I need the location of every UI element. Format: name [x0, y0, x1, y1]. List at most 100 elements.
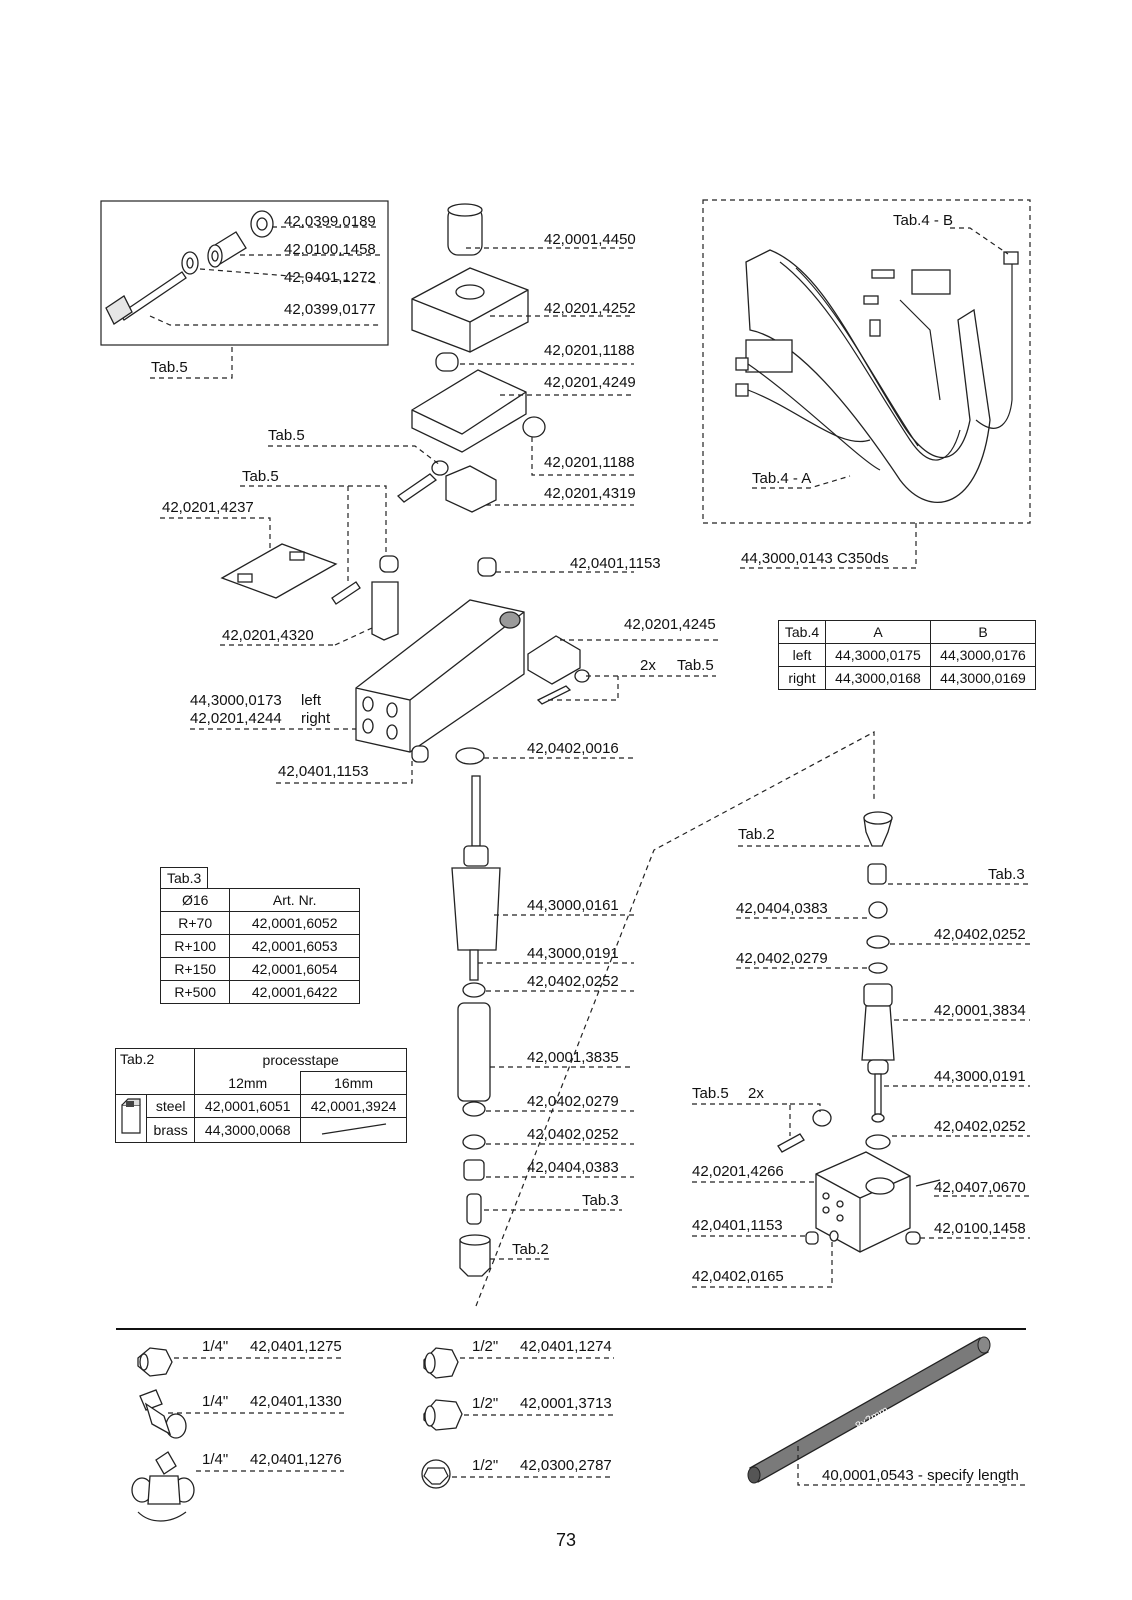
fitting-4-size: 1/2" — [472, 1338, 498, 1355]
tab2-group: processtape — [194, 1048, 407, 1072]
fitting-icons — [131, 1347, 463, 1522]
callout-r5: 42,0402,0279 — [736, 950, 828, 967]
fitting-5-pn: 42,0001,3713 — [520, 1395, 612, 1412]
callout-g4: 42,0402,0252 — [527, 973, 619, 990]
callout-r7: 44,3000,0191 — [934, 1068, 1026, 1085]
callout-g1: 42,0402,0016 — [527, 740, 619, 757]
tape-icon-cell — [115, 1094, 147, 1143]
tab3-header-1: Art. Nr. — [229, 888, 360, 912]
callout-p4: 42,0201,4249 — [544, 374, 636, 391]
callout-r1: Tab.2 — [738, 826, 775, 843]
tab3-cell: R+70 — [159, 911, 231, 935]
fitting-3-size: 1/4" — [202, 1451, 228, 1468]
inset-box — [100, 200, 389, 346]
tab3-cell: R+150 — [159, 957, 231, 981]
tab4-header-1: A — [825, 620, 931, 644]
callout-p8: 42,0201,4245 — [624, 616, 716, 633]
callout-r14: 42,0402,0165 — [692, 1268, 784, 1285]
callout-tab5c: Tab.5 — [677, 657, 714, 674]
callout-p2: 42,0201,4252 — [544, 300, 636, 317]
callout-r6: 42,0001,3834 — [934, 1002, 1026, 1019]
callout-p7: 42,0401,1153 — [570, 555, 661, 572]
callout-assembly: 44,3000,0143 C350ds — [741, 550, 889, 567]
callout-inset-3: 42,0401,1272 — [284, 269, 376, 286]
tab2-material: brass — [146, 1117, 196, 1143]
callout-inset-tab: Tab.5 — [151, 359, 188, 376]
tab2-cell: 42,0001,6051 — [194, 1093, 302, 1119]
tab4-cell: 44,3000,0168 — [825, 666, 931, 690]
callout-inset-4: 42,0399,0177 — [284, 301, 376, 318]
callout-r9b: 2x — [748, 1085, 764, 1102]
callout-2x: 2x — [640, 657, 656, 674]
page-number: 73 — [555, 1530, 577, 1550]
tab4-cell: left — [778, 643, 826, 667]
callout-tab4a: Tab.4 - A — [752, 470, 811, 487]
tab4-header-2: B — [930, 620, 1036, 644]
callout-p11b: 42,0201,4244 — [190, 710, 282, 727]
bracket-parts — [220, 543, 497, 641]
fitting-2-pn: 42,0401,1330 — [250, 1393, 342, 1410]
callout-p11a-side: left — [301, 692, 322, 709]
table-row: brass 44,3000,0068 — [116, 1117, 407, 1143]
table-row: left 44,3000,0175 44,3000,0176 — [778, 643, 1036, 667]
callout-g9: Tab.3 — [582, 1192, 619, 1209]
callout-g5: 42,0001,3835 — [527, 1049, 619, 1066]
callout-r11: 42,0407,0670 — [934, 1179, 1026, 1196]
callout-r2: Tab.3 — [988, 866, 1025, 883]
tab4-cell: 44,3000,0175 — [825, 643, 931, 667]
callout-p1: 42,0001,4450 — [544, 231, 636, 248]
fitting-5-size: 1/2" — [472, 1395, 498, 1412]
callout-g7: 42,0402,0252 — [527, 1126, 619, 1143]
callout-tab5a: Tab.5 — [268, 427, 305, 444]
tab2-cell: 44,3000,0068 — [194, 1117, 302, 1143]
c-gun-assembly — [735, 249, 1019, 504]
table-row: right 44,3000,0168 44,3000,0169 — [778, 666, 1036, 690]
fitting-4-pn: 42,0401,1274 — [520, 1338, 612, 1355]
callout-r10: 42,0201,4266 — [692, 1163, 784, 1180]
callout-inset-2: 42,0100,1458 — [284, 241, 376, 258]
callout-inset-1: 42,0399,0189 — [284, 213, 376, 230]
main-block — [355, 599, 590, 763]
right-gun-parts — [777, 811, 941, 1253]
tab2-col-1: 16mm — [300, 1071, 407, 1095]
callout-p6: 42,0201,4319 — [544, 485, 636, 502]
tab3-cell: R+100 — [159, 934, 231, 958]
callout-g6: 42,0402,0279 — [527, 1093, 619, 1110]
tab2-caption: Tab.2 — [114, 1048, 196, 1095]
callout-p11b-side: right — [301, 710, 331, 727]
not-available-slash — [321, 1123, 386, 1135]
callout-r4: 42,0402,0252 — [934, 926, 1026, 943]
tab3-cell: 42,0001,6053 — [229, 934, 360, 958]
tab4-header-0: Tab.4 — [778, 620, 826, 644]
callout-r3: 42,0404,0383 — [736, 900, 828, 917]
callout-p11a: 44,3000,0173 — [190, 692, 282, 709]
callout-p9: 42,0201,4237 — [162, 499, 254, 516]
tab4-cell: right — [778, 666, 826, 690]
fitting-3-pn: 42,0401,1276 — [250, 1451, 342, 1468]
tab2-cell-empty — [300, 1117, 407, 1143]
assembly-box — [702, 199, 1031, 524]
table-row: steel 42,0001,6051 42,0001,3924 — [115, 1093, 407, 1143]
hose-tube — [747, 1336, 991, 1484]
callout-r12: 42,0401,1153 — [692, 1217, 783, 1234]
fitting-6-pn: 42,0300,2787 — [520, 1457, 612, 1474]
callout-p12: 42,0401,1153 — [278, 763, 369, 780]
hose-pn: 40,0001,0543 - specify length — [822, 1467, 1019, 1484]
callout-g3: 44,3000,0191 — [527, 945, 619, 962]
tab3-cell: 42,0001,6054 — [229, 957, 360, 981]
fitting-1-pn: 42,0401,1275 — [250, 1338, 342, 1355]
center-gun-parts — [451, 747, 501, 1277]
callout-p3: 42,0201,1188 — [544, 342, 635, 359]
tab4-cell: 44,3000,0176 — [930, 643, 1036, 667]
tab2-material: steel — [146, 1093, 196, 1119]
callout-r13: 42,0100,1458 — [934, 1220, 1026, 1237]
tab3-cell: 42,0001,6052 — [229, 911, 360, 935]
tape-holder-icon — [121, 1098, 141, 1134]
tab3-cell: R+500 — [159, 980, 231, 1004]
tab4-cell: 44,3000,0169 — [930, 666, 1036, 690]
tab3-header-0: Ø16 — [159, 888, 231, 912]
